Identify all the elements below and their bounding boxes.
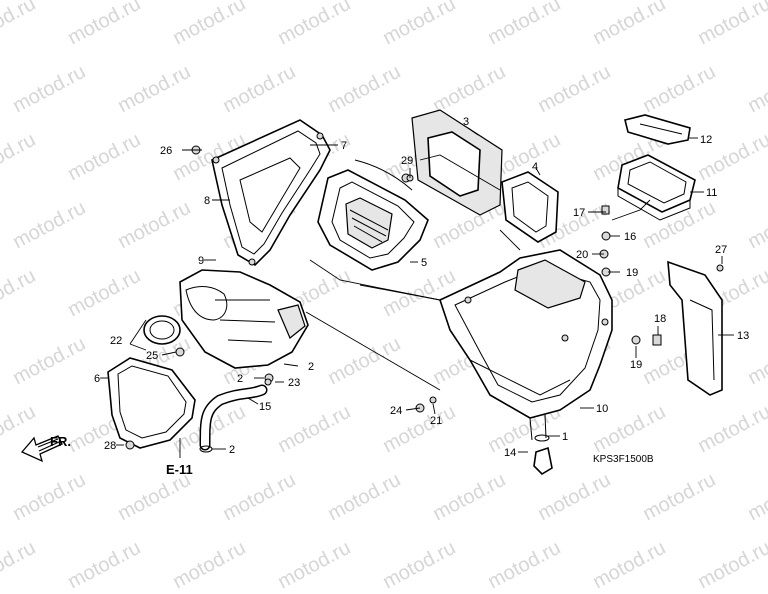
callout-2-lower: 2 <box>229 444 235 456</box>
callout-18: 18 <box>654 313 666 325</box>
callout-13: 13 <box>737 330 749 342</box>
callout-4: 4 <box>532 161 538 173</box>
fasteners <box>125 145 724 476</box>
leader-lines <box>100 127 734 458</box>
callout-5: 5 <box>421 257 427 269</box>
callout-19-upper: 19 <box>626 267 638 279</box>
callout-20: 20 <box>576 249 588 261</box>
sponge-filter <box>411 109 503 216</box>
callout-24: 24 <box>390 405 402 417</box>
side-guard <box>667 260 723 396</box>
clamp-band <box>143 315 181 345</box>
callout-26: 26 <box>160 145 172 157</box>
clip <box>624 114 691 145</box>
callout-6: 6 <box>94 373 100 385</box>
callout-2-upper: 2 <box>308 361 314 373</box>
callout-21: 21 <box>430 415 442 427</box>
reference-label: E-11 <box>166 462 193 477</box>
callout-labels: 26 7 8 29 3 4 5 12 11 17 16 20 19 27 18 … <box>94 116 749 459</box>
intake-duct <box>617 154 696 221</box>
callout-7: 7 <box>341 140 347 152</box>
diagram-drawing: 26 7 8 29 3 4 5 12 11 17 16 20 19 27 18 … <box>20 109 749 477</box>
callout-14: 14 <box>504 447 516 459</box>
callout-11: 11 <box>706 187 717 199</box>
callout-28: 28 <box>104 440 116 452</box>
callout-16: 16 <box>624 231 636 243</box>
callout-15: 15 <box>259 401 271 413</box>
callout-12: 12 <box>700 134 712 146</box>
callout-29: 29 <box>401 155 413 167</box>
element-frame <box>317 159 429 271</box>
drain-hose <box>199 384 268 451</box>
diagram-code: KPS3F1500B <box>593 454 654 465</box>
direction-label: FR. <box>50 434 71 449</box>
front-arrow-icon <box>20 435 63 463</box>
small-frame <box>501 171 559 243</box>
callout-23: 23 <box>288 377 300 389</box>
callout-8: 8 <box>204 195 210 207</box>
callout-17: 17 <box>573 207 585 219</box>
callout-2-middle: 2 <box>237 373 243 385</box>
callout-19-lower: 19 <box>630 359 642 371</box>
assembly-lines <box>305 154 651 391</box>
air-cleaner-case <box>439 249 613 441</box>
housing <box>179 269 309 369</box>
callout-25: 25 <box>146 350 158 362</box>
upper-cover-frame <box>211 119 331 267</box>
callout-27: 27 <box>715 244 727 256</box>
callout-3: 3 <box>463 116 469 128</box>
callout-22: 22 <box>110 335 122 347</box>
callout-9: 9 <box>198 255 204 267</box>
lower-cover <box>107 357 196 449</box>
callout-1: 1 <box>562 431 568 443</box>
callout-10: 10 <box>596 403 608 415</box>
